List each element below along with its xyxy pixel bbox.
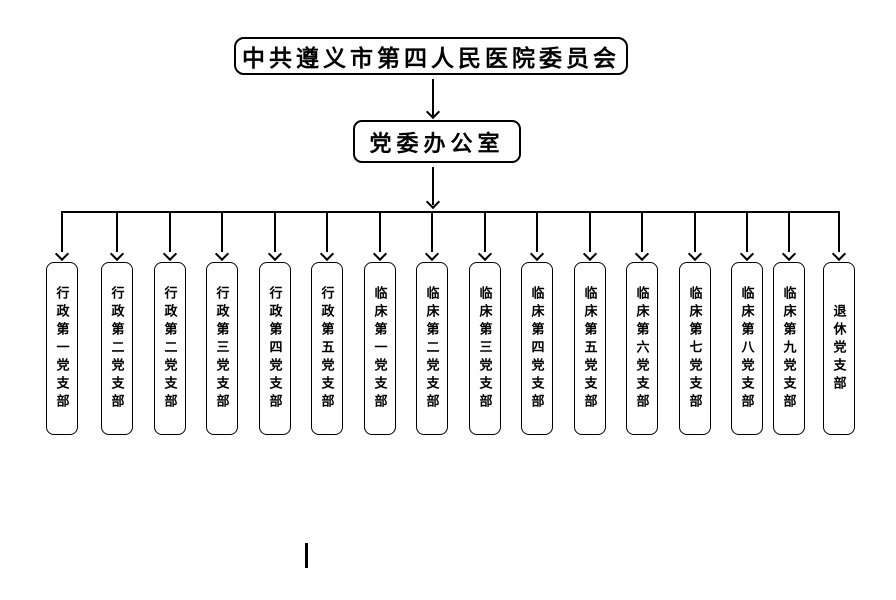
org-node-branch-label: 临床第二党支部 (424, 285, 440, 412)
arrowhead-down-icon (267, 246, 283, 262)
branch-drop-line (116, 212, 118, 252)
org-node-branch-label: 临床第七党支部 (687, 285, 703, 412)
org-node-branch-label: 行政第四党支部 (267, 285, 283, 412)
stray-cursor-mark (305, 543, 308, 568)
branch-drop-line (641, 212, 643, 252)
org-node-branch-label: 临床第四党支部 (529, 285, 545, 412)
branch-drop-line (379, 212, 381, 252)
arrowhead-down-icon (372, 246, 388, 262)
arrowhead-down-icon (425, 104, 441, 120)
org-node-branch: 行政第二党支部 (154, 262, 186, 435)
branch-drop-line (838, 212, 840, 252)
org-node-branch-label: 行政第二党支部 (162, 285, 178, 412)
org-node-branch-label: 临床第一党支部 (372, 285, 388, 412)
branch-drop-line (788, 212, 790, 252)
org-node-branch-label: 退休党支部 (831, 303, 847, 394)
branch-drop-line (589, 212, 591, 252)
branch-drop-line (61, 212, 63, 252)
org-node-committee: 中共遵义市第四人民医院委员会 (234, 37, 628, 75)
org-node-branch-label: 行政第一党支部 (54, 285, 70, 412)
org-node-branch: 退休党支部 (823, 262, 855, 435)
org-node-branch: 行政第二党支部 (101, 262, 133, 435)
org-node-committee-label: 中共遵义市第四人民医院委员会 (242, 46, 620, 71)
org-node-branch: 临床第二党支部 (416, 262, 448, 435)
arrow-office-to-branches-shaft (432, 167, 434, 205)
arrowhead-down-icon (162, 246, 178, 262)
branch-connector-line (61, 211, 840, 213)
branch-drop-line (484, 212, 486, 252)
org-node-branch: 临床第四党支部 (521, 262, 553, 435)
branch-drop-line (274, 212, 276, 252)
arrowhead-down-icon (529, 246, 545, 262)
org-node-branch-label: 行政第五党支部 (319, 285, 335, 412)
org-node-branch: 临床第一党支部 (364, 262, 396, 435)
arrowhead-down-icon (477, 246, 493, 262)
arrowhead-down-icon (425, 194, 441, 210)
arrowhead-down-icon (634, 246, 650, 262)
arrowhead-down-icon (214, 246, 230, 262)
arrowhead-down-icon (831, 246, 847, 262)
org-node-party-office-label: 党委办公室 (369, 130, 505, 156)
org-node-branch: 临床第五党支部 (574, 262, 606, 435)
org-node-branch-label: 临床第九党支部 (781, 285, 797, 412)
org-node-branch: 行政第三党支部 (206, 262, 238, 435)
branch-drop-line (746, 212, 748, 252)
org-node-branch: 临床第九党支部 (773, 262, 805, 435)
arrowhead-down-icon (54, 246, 70, 262)
org-node-branch-label: 临床第五党支部 (582, 285, 598, 412)
org-node-branch: 临床第七党支部 (679, 262, 711, 435)
org-node-branch-label: 临床第六党支部 (634, 285, 650, 412)
branch-drop-line (431, 212, 433, 252)
arrowhead-down-icon (739, 246, 755, 262)
org-node-branch-label: 临床第八党支部 (739, 285, 755, 412)
org-node-branch: 行政第四党支部 (259, 262, 291, 435)
arrowhead-down-icon (424, 246, 440, 262)
branch-drop-line (536, 212, 538, 252)
branch-drop-line (169, 212, 171, 252)
arrowhead-down-icon (687, 246, 703, 262)
branch-drop-line (221, 212, 223, 252)
org-node-branch: 临床第六党支部 (626, 262, 658, 435)
org-node-branch: 行政第一党支部 (46, 262, 78, 435)
org-node-party-office: 党委办公室 (353, 120, 521, 163)
org-node-branch: 临床第三党支部 (469, 262, 501, 435)
org-node-branch-label: 行政第二党支部 (109, 285, 125, 412)
org-node-branch-label: 行政第三党支部 (214, 285, 230, 412)
org-node-branch: 行政第五党支部 (311, 262, 343, 435)
arrowhead-down-icon (319, 246, 335, 262)
branch-drop-line (694, 212, 696, 252)
org-node-branch-label: 临床第三党支部 (477, 285, 493, 412)
branch-drop-line (326, 212, 328, 252)
org-node-branch: 临床第八党支部 (731, 262, 763, 435)
arrowhead-down-icon (781, 246, 797, 262)
arrowhead-down-icon (109, 246, 125, 262)
arrowhead-down-icon (582, 246, 598, 262)
arrow-committee-to-office-shaft (432, 79, 434, 116)
